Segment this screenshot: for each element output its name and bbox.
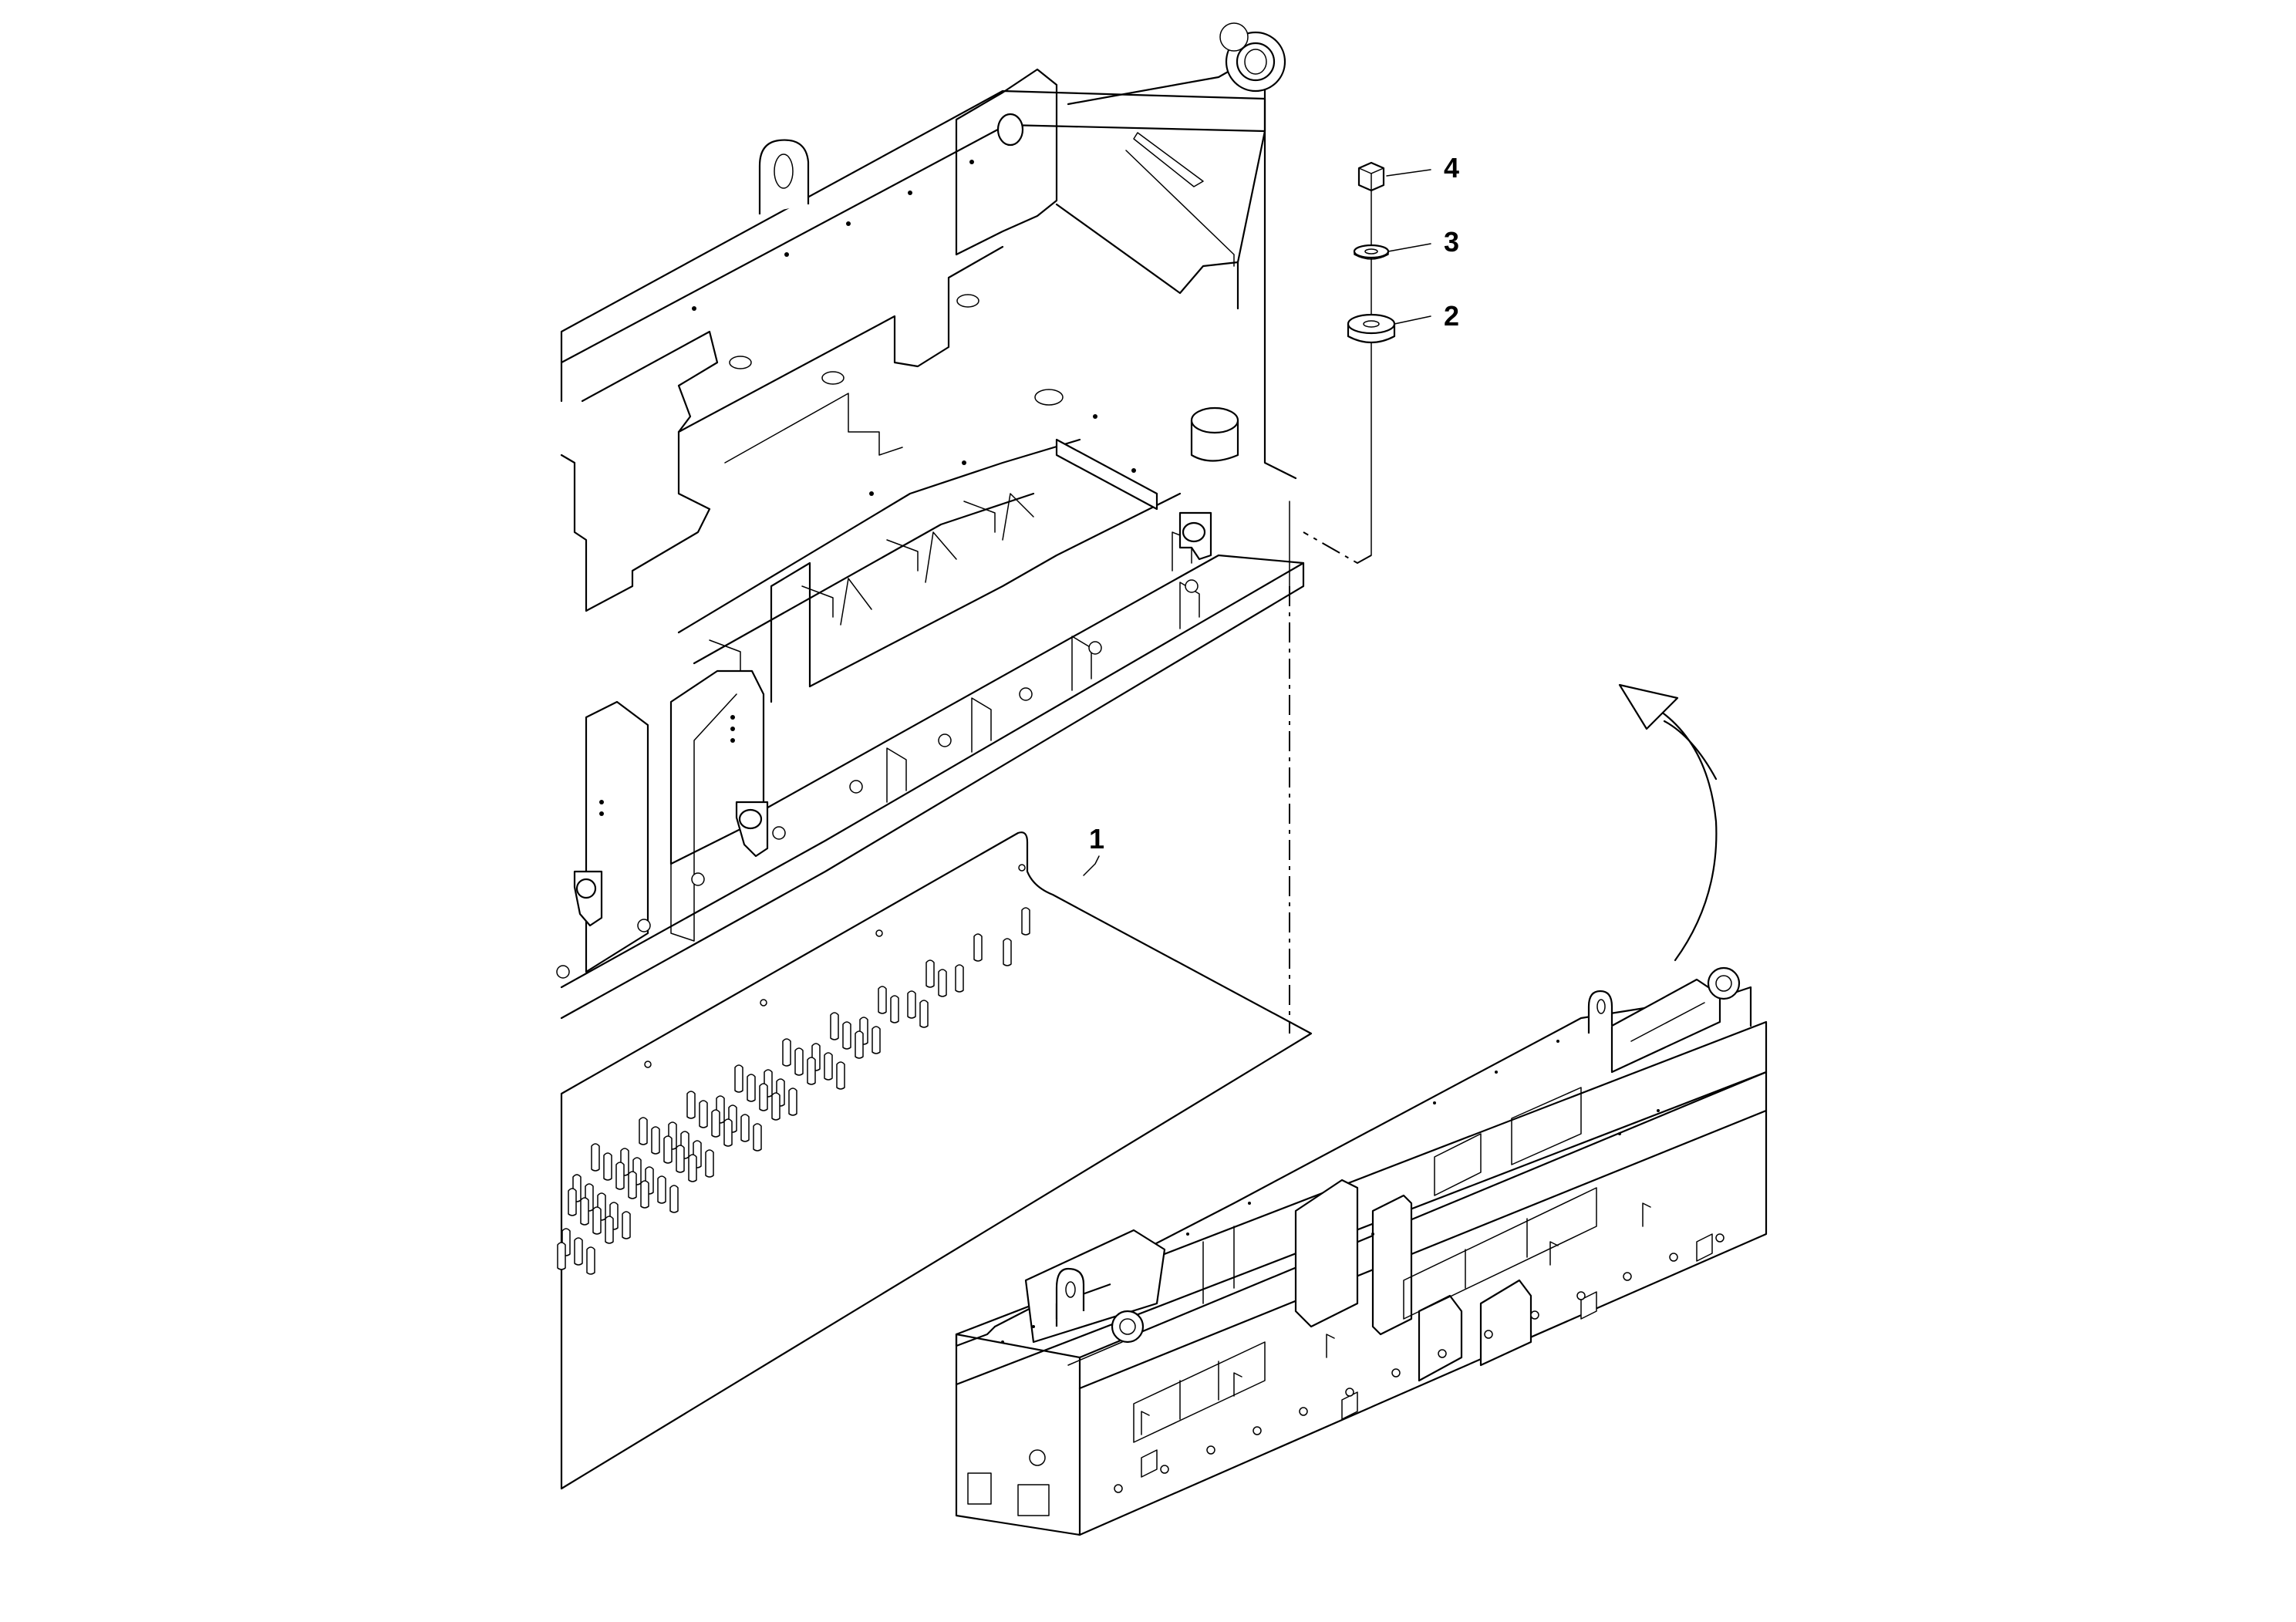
deck-holes <box>599 160 1136 816</box>
plate-pin <box>807 1057 816 1085</box>
rail-gussets <box>886 531 1200 803</box>
hinge-upright <box>585 669 765 973</box>
plate-pin <box>639 1117 648 1145</box>
frame-detail-view <box>556 22 1305 1020</box>
plate-pin <box>824 1052 833 1081</box>
plate-pin <box>782 1038 791 1067</box>
spacer-part-2 <box>1347 313 1396 344</box>
plate-pin <box>628 1171 637 1199</box>
plate-pin <box>753 1123 762 1152</box>
plate-pin <box>605 1216 614 1244</box>
plate-pins <box>557 907 1030 1275</box>
plate-pin <box>907 990 916 1019</box>
rail-bolts <box>556 579 1199 979</box>
plate-pin <box>836 1061 845 1090</box>
washer-part-3 <box>1353 244 1390 260</box>
frame-overview-view <box>955 966 1768 1536</box>
plate-pin <box>842 1021 851 1050</box>
plate-pin <box>788 1088 797 1116</box>
plate-pin <box>794 1047 804 1076</box>
plate-pin <box>723 1118 733 1147</box>
plate-pin <box>657 1175 666 1204</box>
overview-deck-dots <box>1001 1040 1660 1344</box>
plate-pin <box>890 995 899 1023</box>
plate-pin <box>925 959 935 988</box>
plate-pin <box>568 1188 577 1216</box>
plate-pin <box>855 1030 864 1059</box>
plate-pin <box>586 1246 595 1275</box>
plate-pin <box>878 986 887 1014</box>
plate-pin <box>591 1143 600 1172</box>
plate-pin <box>705 1149 714 1178</box>
lifting-eye-top <box>1219 22 1286 93</box>
plate-pin <box>747 1074 756 1102</box>
plate-pin <box>592 1206 602 1235</box>
plate-pin <box>759 1083 768 1111</box>
plate-pin <box>676 1145 685 1173</box>
callout-1: 1 <box>1089 823 1104 855</box>
plate-pin <box>580 1197 589 1226</box>
plate-pin <box>771 1092 781 1121</box>
plate-pin <box>699 1100 708 1128</box>
plate-pin <box>557 1242 566 1270</box>
plate-pin <box>872 1026 881 1054</box>
plate-pin <box>711 1109 720 1138</box>
nut-part-4 <box>1357 161 1385 192</box>
plate-pin <box>622 1211 631 1239</box>
callout-4: 4 <box>1444 152 1459 184</box>
plate-pin <box>938 969 947 997</box>
plate-pin <box>973 933 983 962</box>
hardware-stack <box>1289 161 1396 1034</box>
plate-pin <box>669 1185 679 1213</box>
plate-pin <box>651 1126 660 1155</box>
plate-pin <box>919 1000 929 1028</box>
callout-3: 3 <box>1444 226 1459 258</box>
plate-pin <box>603 1152 612 1181</box>
overview-bolts <box>1114 1233 1725 1493</box>
callout-2: 2 <box>1444 300 1459 332</box>
plate-pin <box>830 1012 839 1040</box>
plate-pin <box>1021 907 1030 936</box>
plate-pin <box>574 1237 583 1266</box>
plate-pin <box>615 1162 625 1190</box>
plate-part-1 <box>557 831 1313 1490</box>
plate-pin <box>686 1091 696 1119</box>
plate-pin <box>688 1154 697 1182</box>
plate-pin <box>955 964 964 993</box>
view-reference-arrow <box>1618 683 1718 962</box>
plate-pin <box>663 1135 673 1164</box>
callouts: 4 3 2 1 <box>1083 152 1459 876</box>
plate-pin <box>1003 938 1012 966</box>
plate-pin <box>640 1180 649 1209</box>
plate-pin <box>740 1114 750 1142</box>
plate-pin <box>734 1064 743 1093</box>
